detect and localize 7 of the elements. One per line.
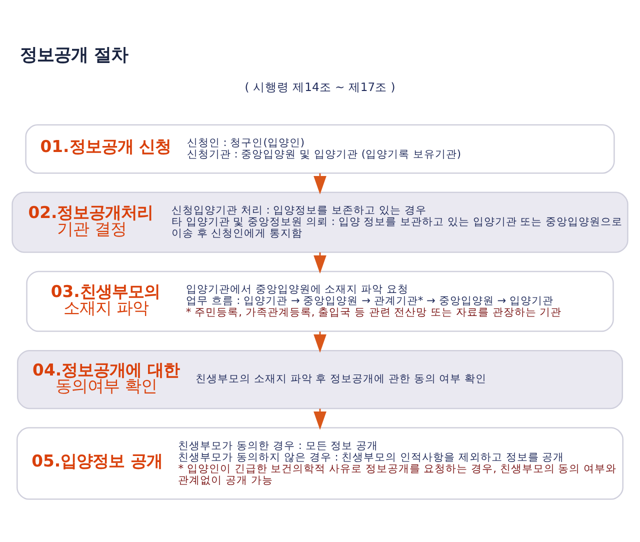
diagram-title: 정보공개 절차 bbox=[20, 45, 128, 66]
label: ( 시행령 제14조 ~ 제17조 ) bbox=[244, 80, 396, 94]
node-box: 05.입양정보 공개 친생부모가 동의한 경우 : 모든 정보 공개 친생부모가 동의하지 않은 경우 : 친생부모의 인적사항을 제외하고 정보를 공개 * 입양인이 긴급한 보건의학적 사유로 정보공개를 요청하는 경우, 친생부모의 동의 여부와 관계없이 공개 가능 bbox=[16, 426, 624, 500]
node-box: 02.정보공개처리 기관 결정 신청입양기관 처리 : 입양정보를 보존하고 있는 경우 타 입양기관 및 중앙정보원 의뢰 : 입양 정보를 보관하고 있는 입양기관 또는 중앙입양원으로 이송 후 신청인에게 통지함 bbox=[12, 191, 628, 252]
node-box: 04.정보공개에 대한 동의여부 확인 친생부모의 소재지 파악 후 정보공개에 관한 동의 여부 확인 bbox=[16, 349, 624, 409]
node-box: 03.친생부모의 소재지 파악 입양기관에서 중앙입양원에 소재지 파악 요청 업무 흐름 : 입양기관 → 중앙입양원 → 관계기관* → 중앙입양원 → 입양기관 * 주민등록, 가족관계등록, 출입국 등 관련 전산망 또는 자료를 관장하는 기관 bbox=[26, 270, 614, 332]
node-box: 01.정보공개 신청 신청인 : 청구인(입양인) 신청기관 : 중앙입양원 및 입양기관 (입양기록 보유기관) bbox=[25, 124, 615, 174]
